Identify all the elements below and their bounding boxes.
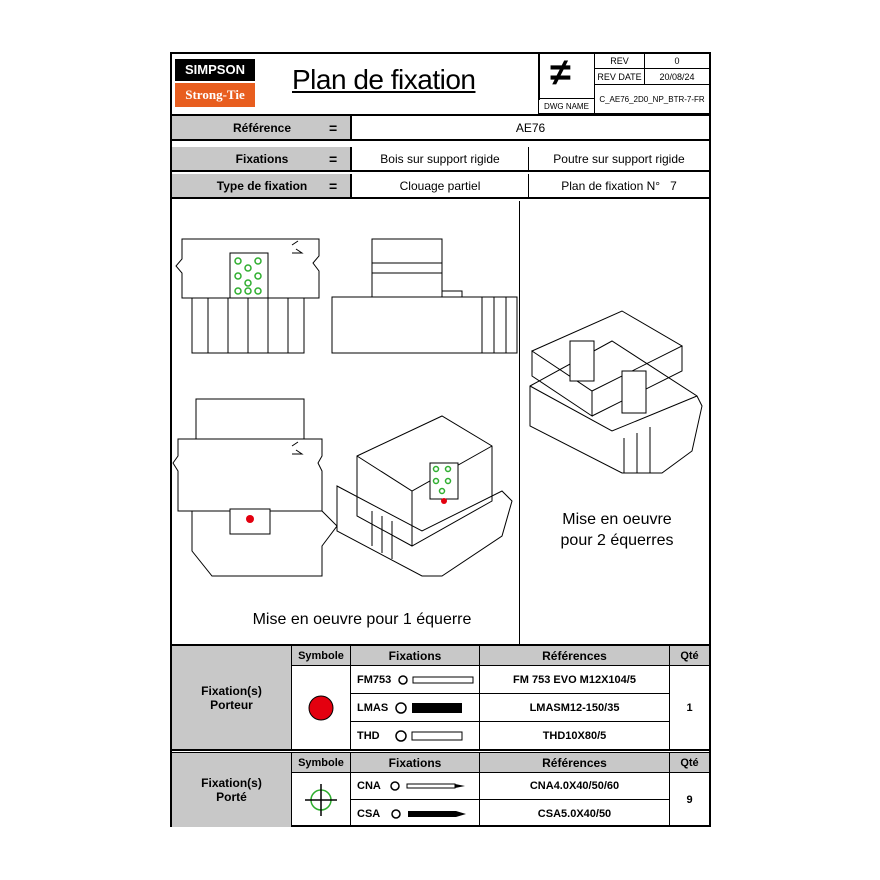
porteur-table: Fixation(s) Porteur Symbole Fixations Ré… <box>172 646 709 750</box>
porteur-fixation-row-2: LMAS <box>351 694 480 722</box>
equals-sign: = <box>329 150 338 167</box>
dwg-name-value: C_AE76_2D0_NP_BTR-7-FR <box>594 85 709 114</box>
simpson-strong-tie-logo: SIMPSON Strong-Tie <box>175 59 255 107</box>
caption-two-brackets-line2: pour 2 équerres <box>560 532 674 549</box>
porteur-reference-2: LMASM12-150/35 <box>480 694 670 722</box>
porteur-symbol-cell <box>292 666 351 750</box>
plan-number-label: Plan de fixation N° <box>561 178 661 193</box>
porteur-fixation-row-3: THD <box>351 722 480 750</box>
anchor-markers <box>246 498 447 523</box>
reference-value: AE76 <box>515 120 546 135</box>
porteur-qty-header: Qté <box>670 646 709 666</box>
porteur-quantity: 1 <box>670 666 709 750</box>
plan-number: Plan de fixation N° 7 <box>529 174 709 197</box>
divider <box>519 201 520 646</box>
logo-simpson: SIMPSON <box>175 59 255 81</box>
porte-table: Fixation(s) Porté Symbole Fixations Réfé… <box>172 753 709 827</box>
type-row: Type de fixation = Clouage partiel Plan d… <box>172 174 709 199</box>
porte-fixation-row-1: CNA <box>351 773 480 800</box>
logo-strong-tie: Strong-Tie <box>175 83 255 107</box>
fixation-code: CNA <box>357 780 381 792</box>
title-block: SIMPSON Strong-Tie Plan de fixation ≠ RE… <box>172 52 709 116</box>
rev-value: 0 <box>644 54 709 69</box>
installation-drawings: Mise en oeuvre pour 1 équerre Mise en oe… <box>172 201 709 646</box>
porteur-reference-3: THD10X80/5 <box>480 722 670 750</box>
page-title: Plan de fixation <box>292 64 476 95</box>
porte-qty-header: Qté <box>670 753 709 773</box>
porte-symbol-cell <box>292 773 351 827</box>
fixations-value-beam: Poutre sur support rigide <box>553 151 685 166</box>
porte-symbol-header: Symbole <box>292 753 351 773</box>
rev-date-label: REV DATE <box>594 69 644 85</box>
red-dot-symbol-icon <box>308 695 334 720</box>
not-equal-icon: ≠ <box>538 52 594 100</box>
porteur-label: Fixation(s) Porteur <box>172 646 292 750</box>
fixation-code: THD <box>357 729 380 742</box>
revision-grid: REV 0 REV DATE 20/08/24 DWG NAME C_AE76_… <box>538 54 709 114</box>
front-view-top <box>175 238 320 354</box>
nail-markers <box>234 257 452 495</box>
caption-one-bracket: Mise en oeuvre pour 1 équerre <box>252 611 472 628</box>
porte-quantity: 9 <box>686 794 693 806</box>
porteur-reference-1: FM 753 EVO M12X104/5 <box>480 666 670 694</box>
fixation-code: LMAS <box>357 701 389 714</box>
plan-number-value: 7 <box>670 178 677 193</box>
fixations-label: Fixations <box>235 151 289 166</box>
porteur-label-line1: Fixation(s) <box>201 683 262 698</box>
rev-label: REV <box>594 54 644 69</box>
fixations-value-wood: Bois sur support rigide <box>352 147 529 170</box>
anchor-bolt-icon <box>398 674 474 685</box>
fixations-row: Fixations = Bois sur support rigide Poutr… <box>172 147 709 172</box>
porte-label: Fixation(s) Porté <box>172 753 292 827</box>
equals-sign: = <box>329 119 338 136</box>
reference-label: Référence <box>232 120 292 135</box>
porte-label-line2: Porté <box>216 790 247 804</box>
table-separator <box>172 750 709 753</box>
porte-label-line1: Fixation(s) <box>201 776 262 790</box>
porte-reference-1: CNA4.0X40/50/60 <box>480 773 670 800</box>
dwg-name-label: DWG NAME <box>538 98 594 114</box>
porte-fixations-header: Fixations <box>351 753 480 773</box>
isometric-view-two-brackets <box>529 310 703 474</box>
type-label: Type de fixation <box>216 178 308 193</box>
caption-two-brackets-line1: Mise en oeuvre <box>562 511 672 528</box>
rev-date-value: 20/08/24 <box>644 69 709 85</box>
porteur-fixation-row-1: FM753 <box>351 666 480 694</box>
porteur-symbol-header: Symbole <box>292 646 351 666</box>
porte-fixation-row-2: CSA <box>351 800 480 827</box>
fixation-code: FM753 <box>357 673 392 686</box>
technical-drawing <box>172 238 703 577</box>
nail-icon <box>390 781 465 791</box>
porteur-references-header: Références <box>480 646 670 666</box>
sleeve-anchor-icon <box>395 701 463 714</box>
screw-anchor-icon <box>394 729 463 742</box>
type-value: Clouage partiel <box>352 174 529 197</box>
porte-references-header: Références <box>480 753 670 773</box>
porte-reference-2: CSA5.0X40/50 <box>480 800 670 827</box>
equals-sign: = <box>329 177 338 194</box>
screw-icon <box>391 808 467 819</box>
fixation-plan-sheet: SIMPSON Strong-Tie Plan de fixation ≠ RE… <box>170 52 711 827</box>
reference-row: Référence = AE76 <box>172 116 709 141</box>
porteur-label-line2: Porteur <box>210 697 253 712</box>
crosshair-symbol-icon <box>305 784 337 816</box>
side-view-top <box>331 238 518 354</box>
porteur-fixations-header: Fixations <box>351 646 480 666</box>
isometric-view-one-bracket <box>336 415 513 577</box>
front-view-bottom <box>172 398 338 577</box>
fixation-code: CSA <box>357 807 381 820</box>
